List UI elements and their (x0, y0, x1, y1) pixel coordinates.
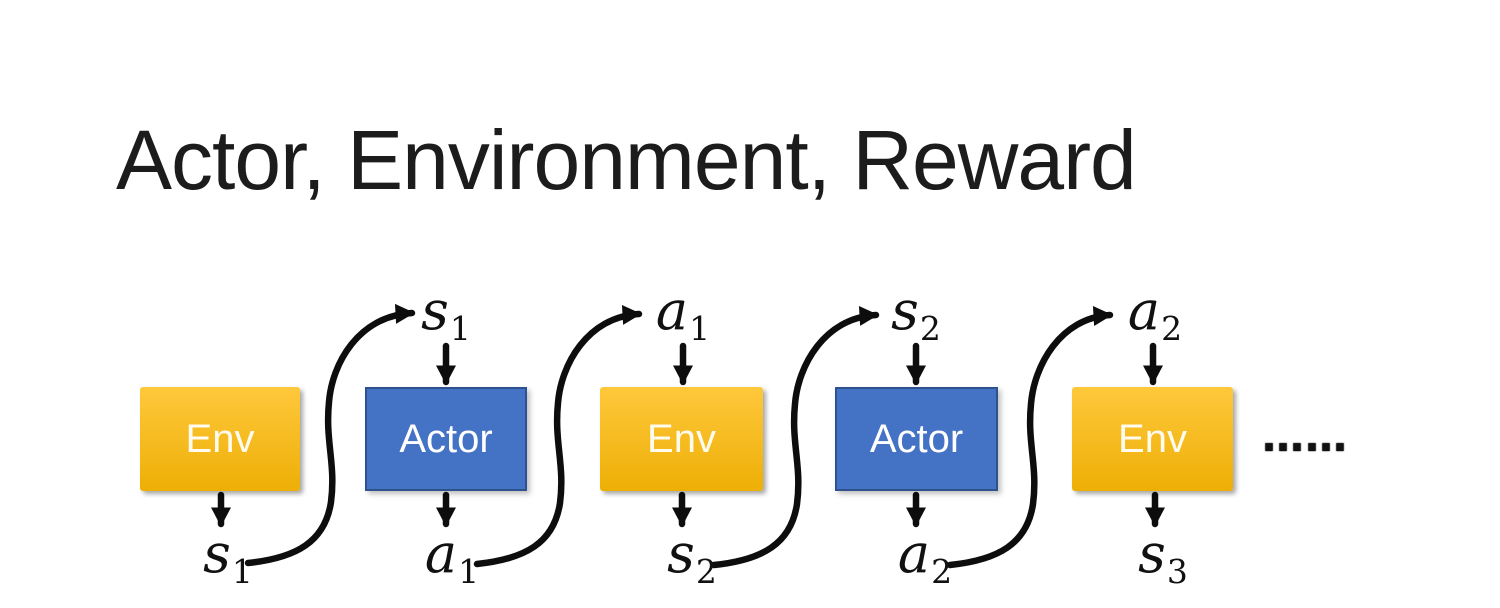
ellipsis-dots: …… (1262, 412, 1348, 461)
label-s3-bottom: s3 (1138, 526, 1188, 592)
label-a2-bottom-base: a (897, 522, 931, 585)
actor-box-2-label: Actor (869, 417, 964, 461)
label-s1-top: s1 (421, 283, 471, 349)
env-box-1: Env (140, 387, 300, 491)
label-a1-top: a1 (656, 283, 711, 349)
label-s1-top-sub: 1 (449, 309, 471, 348)
label-a2-bottom-sub: 2 (931, 552, 953, 591)
label-s2-top-base: s (891, 279, 919, 342)
label-s2-bottom-sub: 2 (695, 552, 717, 591)
env-box-1-label: Env (185, 417, 255, 461)
label-s2-top: s2 (891, 283, 941, 349)
label-a1-bottom-base: a (424, 522, 458, 585)
curve-arrow-s2 (710, 305, 880, 569)
label-s2-top-sub: 2 (919, 309, 941, 348)
label-a2-bottom: a2 (898, 526, 953, 592)
label-s3-bottom-sub: 3 (1166, 552, 1188, 591)
label-s3-bottom-base: s (1138, 522, 1166, 585)
actor-box-1: Actor (365, 387, 527, 491)
page-title: Actor, Environment, Reward (116, 113, 1137, 207)
label-a2-top: a2 (1128, 283, 1183, 349)
env-box-3-label: Env (1118, 417, 1187, 461)
curve-arrow-s1 (244, 303, 416, 567)
env-box-2: Env (600, 387, 763, 491)
label-s1-bottom-sub: 1 (231, 552, 253, 591)
label-s2-bottom-base: s (667, 522, 695, 585)
actor-box-1-label: Actor (399, 417, 493, 461)
label-s1-bottom: s1 (203, 526, 253, 592)
label-s1-top-base: s (421, 279, 449, 342)
label-a2-top-base: a (1127, 279, 1161, 342)
label-a1-bottom-sub: 1 (458, 552, 480, 591)
label-a1-top-sub: 1 (689, 309, 711, 348)
actor-box-2: Actor (835, 387, 998, 491)
curve-arrow-a2 (946, 306, 1114, 569)
env-box-2-label: Env (647, 417, 716, 461)
curve-arrow-a1 (473, 304, 643, 568)
label-s1-bottom-base: s (203, 522, 231, 585)
label-a1-bottom: a1 (425, 526, 480, 592)
label-s2-bottom: s2 (667, 526, 717, 592)
env-box-3: Env (1072, 387, 1233, 491)
label-a1-top-base: a (655, 279, 689, 342)
label-a2-top-sub: 2 (1161, 309, 1183, 348)
